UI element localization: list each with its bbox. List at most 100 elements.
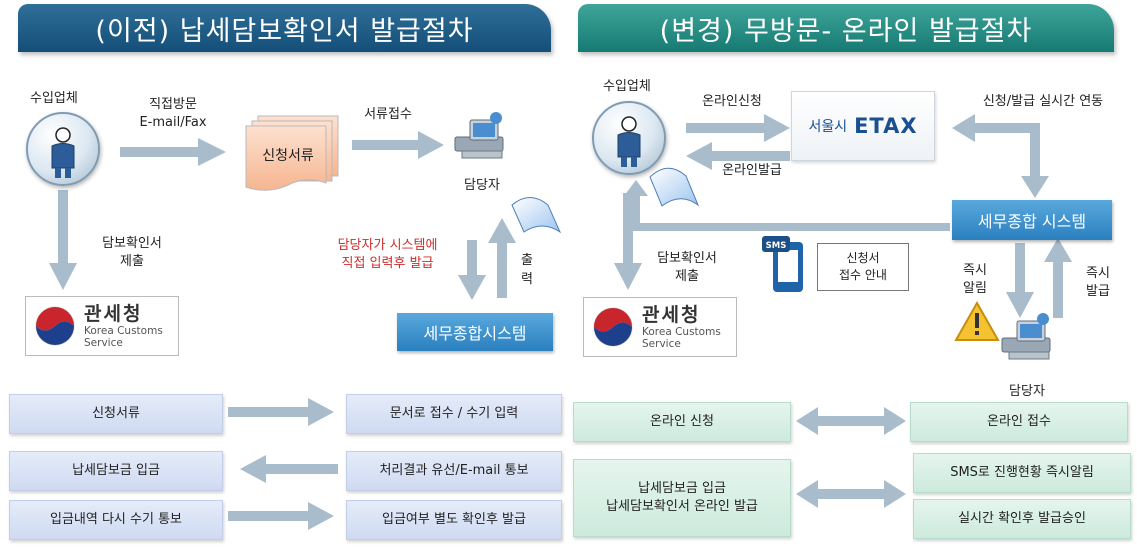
print-label-line2: 력 <box>521 272 533 287</box>
email-fax-label: E-mail/Fax <box>139 115 207 130</box>
application-docs-label: 신청서류 <box>262 148 314 164</box>
arrow-officer-to-system <box>458 240 486 300</box>
sms-phone-icon: SMS <box>762 236 803 292</box>
step-arrow-left-2 <box>240 455 338 483</box>
step-text: 신청서류 <box>92 406 140 421</box>
importer-avatar <box>26 112 100 186</box>
step-left-doc-receipt: 문서로 접수 / 수기 입력 <box>346 394 562 434</box>
tax-system-label: 세무종합시스템 <box>423 324 527 343</box>
etax-brand: ETAX <box>854 114 918 138</box>
arrow-importer-to-etax <box>686 114 790 142</box>
step-right-online-apply: 온라인 신청 <box>573 402 791 442</box>
arrow-docs-to-officer <box>352 131 444 159</box>
banner-before-title: (이전) 납세담보확인서 발급절차 <box>95 15 474 47</box>
customs-name-en1: Korea Customs <box>84 325 163 337</box>
submit-label-right-line2: 제출 <box>675 269 699 284</box>
officer-computer-icon <box>454 112 504 159</box>
step-text-line2: 납세담보확인서 온라인 발급 <box>606 499 758 514</box>
customs-name-kr: 관세청 <box>84 303 143 325</box>
application-docs-icon <box>245 115 339 191</box>
customs-name-en1-right: Korea Customs <box>642 326 721 338</box>
print-label-line1: 출 <box>521 253 533 268</box>
customs-emblem-icon <box>35 306 75 346</box>
manual-input-note-line1: 담당자가 시스템에 <box>337 238 438 253</box>
tax-system-box-right: 세무종합 시스템 <box>952 200 1112 240</box>
online-issue-label: 온라인발급 <box>722 163 782 178</box>
person-icon <box>51 127 75 178</box>
arrow-importer-to-customs <box>49 190 77 290</box>
etax-city: 서울시 <box>808 119 848 135</box>
arrow-importer-to-customs-right <box>614 193 642 290</box>
customs-logo-left: 관세청 Korea Customs Service <box>25 296 179 356</box>
step-left-result-notice: 처리결과 유선/E-mail 통보 <box>346 451 562 491</box>
submit-label-line1: 담보확인서 <box>102 236 162 251</box>
arrow-etax-system-link <box>952 114 1049 198</box>
customs-logo-right: 관세청 Korea Customs Service <box>583 297 737 357</box>
sms-note-line1: 신청서 <box>846 251 880 265</box>
svg-text:SMS: SMS <box>766 241 787 251</box>
printed-paper-icon <box>511 197 562 234</box>
doc-receipt-label: 서류접수 <box>364 107 412 122</box>
step-text: 온라인 접수 <box>987 414 1051 429</box>
step-text: 문서로 접수 / 수기 입력 <box>389 406 519 421</box>
instant-issue-line1: 즉시 <box>1086 266 1110 281</box>
realtime-link-label: 신청/발급 실시간 연동 <box>982 94 1104 109</box>
officer-computer-icon-right <box>1001 313 1051 360</box>
banner-after: (변경) 무방문- 온라인 발급절차 <box>578 4 1114 52</box>
manual-input-note-line2: 직접 입력후 발급 <box>341 256 434 271</box>
sms-notice-box: 신청서 접수 안내 <box>817 243 909 291</box>
online-issue-paper-icon <box>649 167 700 207</box>
arrow-officer-to-system-right <box>1044 238 1072 318</box>
step-text: 입금여부 별도 확인후 발급 <box>382 512 526 527</box>
importer-label-right: 수입업체 <box>603 79 651 94</box>
tax-system-box-left: 세무종합시스템 <box>397 313 553 351</box>
importer-label: 수입업체 <box>30 91 78 106</box>
arrow-system-to-officer-right <box>1006 243 1034 318</box>
step-right-online-receipt: 온라인 접수 <box>910 402 1128 442</box>
step-right-payment-issue: 납세담보금 입금 납세담보확인서 온라인 발급 <box>573 459 791 537</box>
step-right-approval: 실시간 확인후 발급승인 <box>913 499 1131 539</box>
submit-label-right-line1: 담보확인서 <box>657 251 717 266</box>
step-arrow-right-1 <box>796 407 906 435</box>
seoul-etax-logo: 서울시 ETAX <box>791 91 935 161</box>
arrow-importer-to-docs <box>120 138 226 166</box>
instant-notice-line2: 알림 <box>963 281 987 296</box>
online-apply-label: 온라인신청 <box>702 94 762 109</box>
step-left-payment: 납세담보금 입금 <box>9 451 223 491</box>
step-text: 입금내역 다시 수기 통보 <box>50 512 182 527</box>
customs-name-en2-right: Service <box>642 338 681 350</box>
customs-name-en2: Service <box>84 337 123 349</box>
step-arrow-right-2 <box>796 480 906 508</box>
importer-avatar-right <box>592 101 666 175</box>
arrow-system-to-importer <box>624 180 950 231</box>
banner-before: (이전) 납세담보확인서 발급절차 <box>18 4 551 52</box>
step-text: 실시간 확인후 발급승인 <box>958 511 1086 526</box>
instant-issue-line2: 발급 <box>1086 284 1110 299</box>
submit-label-line2: 제출 <box>120 254 144 269</box>
step-left-payment-report: 입금내역 다시 수기 통보 <box>9 500 223 540</box>
arrow-etax-to-importer <box>686 142 790 170</box>
customs-name-kr-right: 관세청 <box>642 304 701 326</box>
arrow-system-to-officer <box>488 218 516 298</box>
step-left-apply-docs: 신청서류 <box>9 394 223 434</box>
sms-note-line2: 접수 안내 <box>839 268 887 282</box>
instant-notice-line1: 즉시 <box>963 263 987 278</box>
warning-icon <box>954 300 1000 341</box>
step-text: 온라인 신청 <box>650 414 714 429</box>
officer-label: 담당자 <box>464 178 500 193</box>
step-left-verify-issue: 입금여부 별도 확인후 발급 <box>346 500 562 540</box>
step-text: 처리결과 유선/E-mail 통보 <box>379 463 529 478</box>
customs-emblem-icon-right <box>593 307 633 347</box>
banner-after-title: (변경) 무방문- 온라인 발급절차 <box>659 15 1033 47</box>
step-arrow-left-1 <box>228 398 334 426</box>
person-icon-right <box>617 116 641 167</box>
officer-label-right: 담당자 <box>1009 384 1045 399</box>
step-text-line1: 납세담보금 입금 <box>638 481 726 496</box>
step-text: SMS로 진행현황 즉시알림 <box>950 465 1094 480</box>
step-right-sms-notice: SMS로 진행현황 즉시알림 <box>913 453 1131 493</box>
step-text: 납세담보금 입금 <box>72 463 160 478</box>
tax-system-label-right: 세무종합 시스템 <box>977 212 1087 231</box>
step-arrow-left-3 <box>228 502 334 530</box>
direct-visit-label: 직접방문 <box>149 97 197 112</box>
